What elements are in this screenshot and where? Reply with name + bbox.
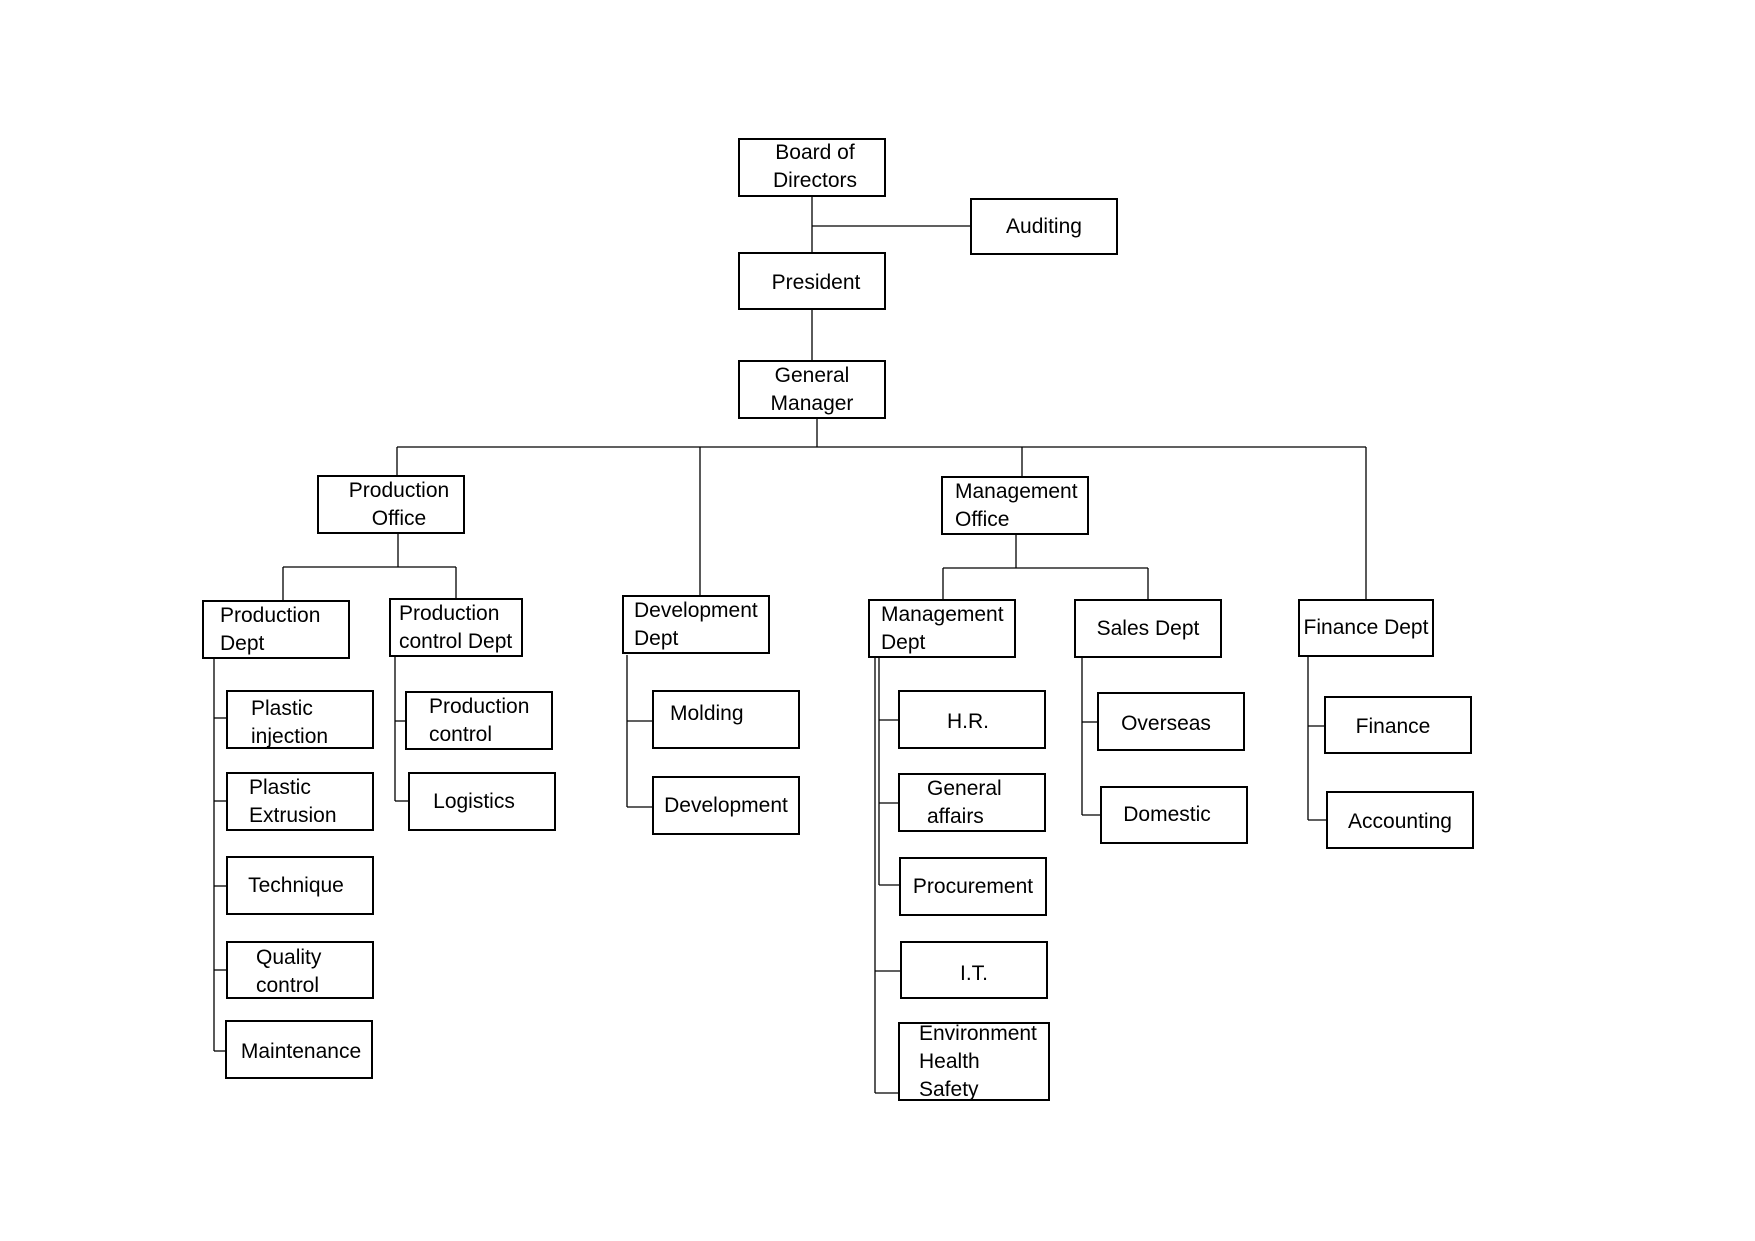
molding-label: Molding <box>670 701 744 725</box>
it-box: I.T. <box>900 941 1048 999</box>
development-dept-box: Development Dept <box>622 595 770 654</box>
ehs-label: Environment Health Safety <box>919 1021 1037 1101</box>
management-office-box: Management Office <box>941 476 1089 535</box>
plastic-extrusion-box: Plastic Extrusion <box>226 772 374 831</box>
plastic-extrusion-label: Plastic Extrusion <box>249 775 337 827</box>
general-manager-label: General Manager <box>770 363 854 415</box>
logistics-box: Logistics <box>408 772 556 831</box>
plastic-injection-box: Plastic injection <box>226 690 374 749</box>
production-control-dept-label: Production control Dept <box>399 601 513 653</box>
ehs-box: Environment Health Safety <box>898 1022 1050 1101</box>
board-of-directors-label: Board of Directors <box>772 140 857 192</box>
hr-box: H.R. <box>898 690 1046 749</box>
domestic-box: Domestic <box>1100 786 1248 844</box>
overseas-label: Overseas <box>1121 712 1211 735</box>
sales-dept-label: Sales Dept <box>1096 616 1200 640</box>
development-label: Development <box>664 793 788 817</box>
production-control-dept-box: Production control Dept <box>389 598 523 657</box>
accounting-box: Accounting <box>1326 791 1474 849</box>
finance-label: Finance <box>1355 715 1431 738</box>
president-label: President <box>771 271 861 294</box>
technique-box: Technique <box>226 856 374 915</box>
development-dept-label: Development Dept <box>634 598 758 650</box>
procurement-label: Procurement <box>912 874 1034 898</box>
production-control-label: Production control <box>429 694 530 746</box>
management-dept-box: Management Dept <box>868 599 1016 658</box>
quality-control-box: Quality control <box>226 941 374 999</box>
auditing-box: Auditing <box>970 198 1118 255</box>
production-office-box: Production Office <box>317 475 465 534</box>
molding-box: Molding <box>652 690 800 749</box>
production-dept-box: Production Dept <box>202 600 350 659</box>
production-office-label: Production Office <box>348 478 450 530</box>
general-affairs-box: General affairs <box>898 773 1046 832</box>
management-dept-label: Management Dept <box>881 602 1004 654</box>
overseas-box: Overseas <box>1097 692 1245 751</box>
maintenance-box: Maintenance <box>225 1020 373 1079</box>
development-box: Development <box>652 776 800 835</box>
plastic-injection-label: Plastic injection <box>251 696 329 748</box>
technique-label: Technique <box>248 873 344 897</box>
quality-control-label: Quality control <box>256 946 322 997</box>
auditing-label: Auditing <box>1006 214 1082 238</box>
domestic-label: Domestic <box>1123 803 1211 826</box>
logistics-label: Logistics <box>433 789 515 813</box>
sales-dept-box: Sales Dept <box>1074 599 1222 658</box>
it-label: I.T. <box>959 962 988 985</box>
hr-label: H.R. <box>947 710 989 733</box>
management-office-label: Management Office <box>955 479 1078 531</box>
accounting-label: Accounting <box>1348 810 1452 833</box>
general-manager-box: General Manager <box>738 360 886 419</box>
maintenance-label: Maintenance <box>240 1039 362 1063</box>
finance-dept-label: Finance Dept <box>1303 616 1429 639</box>
finance-dept-box: Finance Dept <box>1298 599 1434 657</box>
board-of-directors-box: Board of Directors <box>738 138 886 197</box>
procurement-box: Procurement <box>899 857 1047 916</box>
production-control-box: Production control <box>405 691 553 750</box>
production-dept-label: Production Dept <box>220 603 321 655</box>
finance-box: Finance <box>1324 696 1472 754</box>
general-affairs-label: General affairs <box>927 776 1002 828</box>
president-box: President <box>738 252 886 310</box>
